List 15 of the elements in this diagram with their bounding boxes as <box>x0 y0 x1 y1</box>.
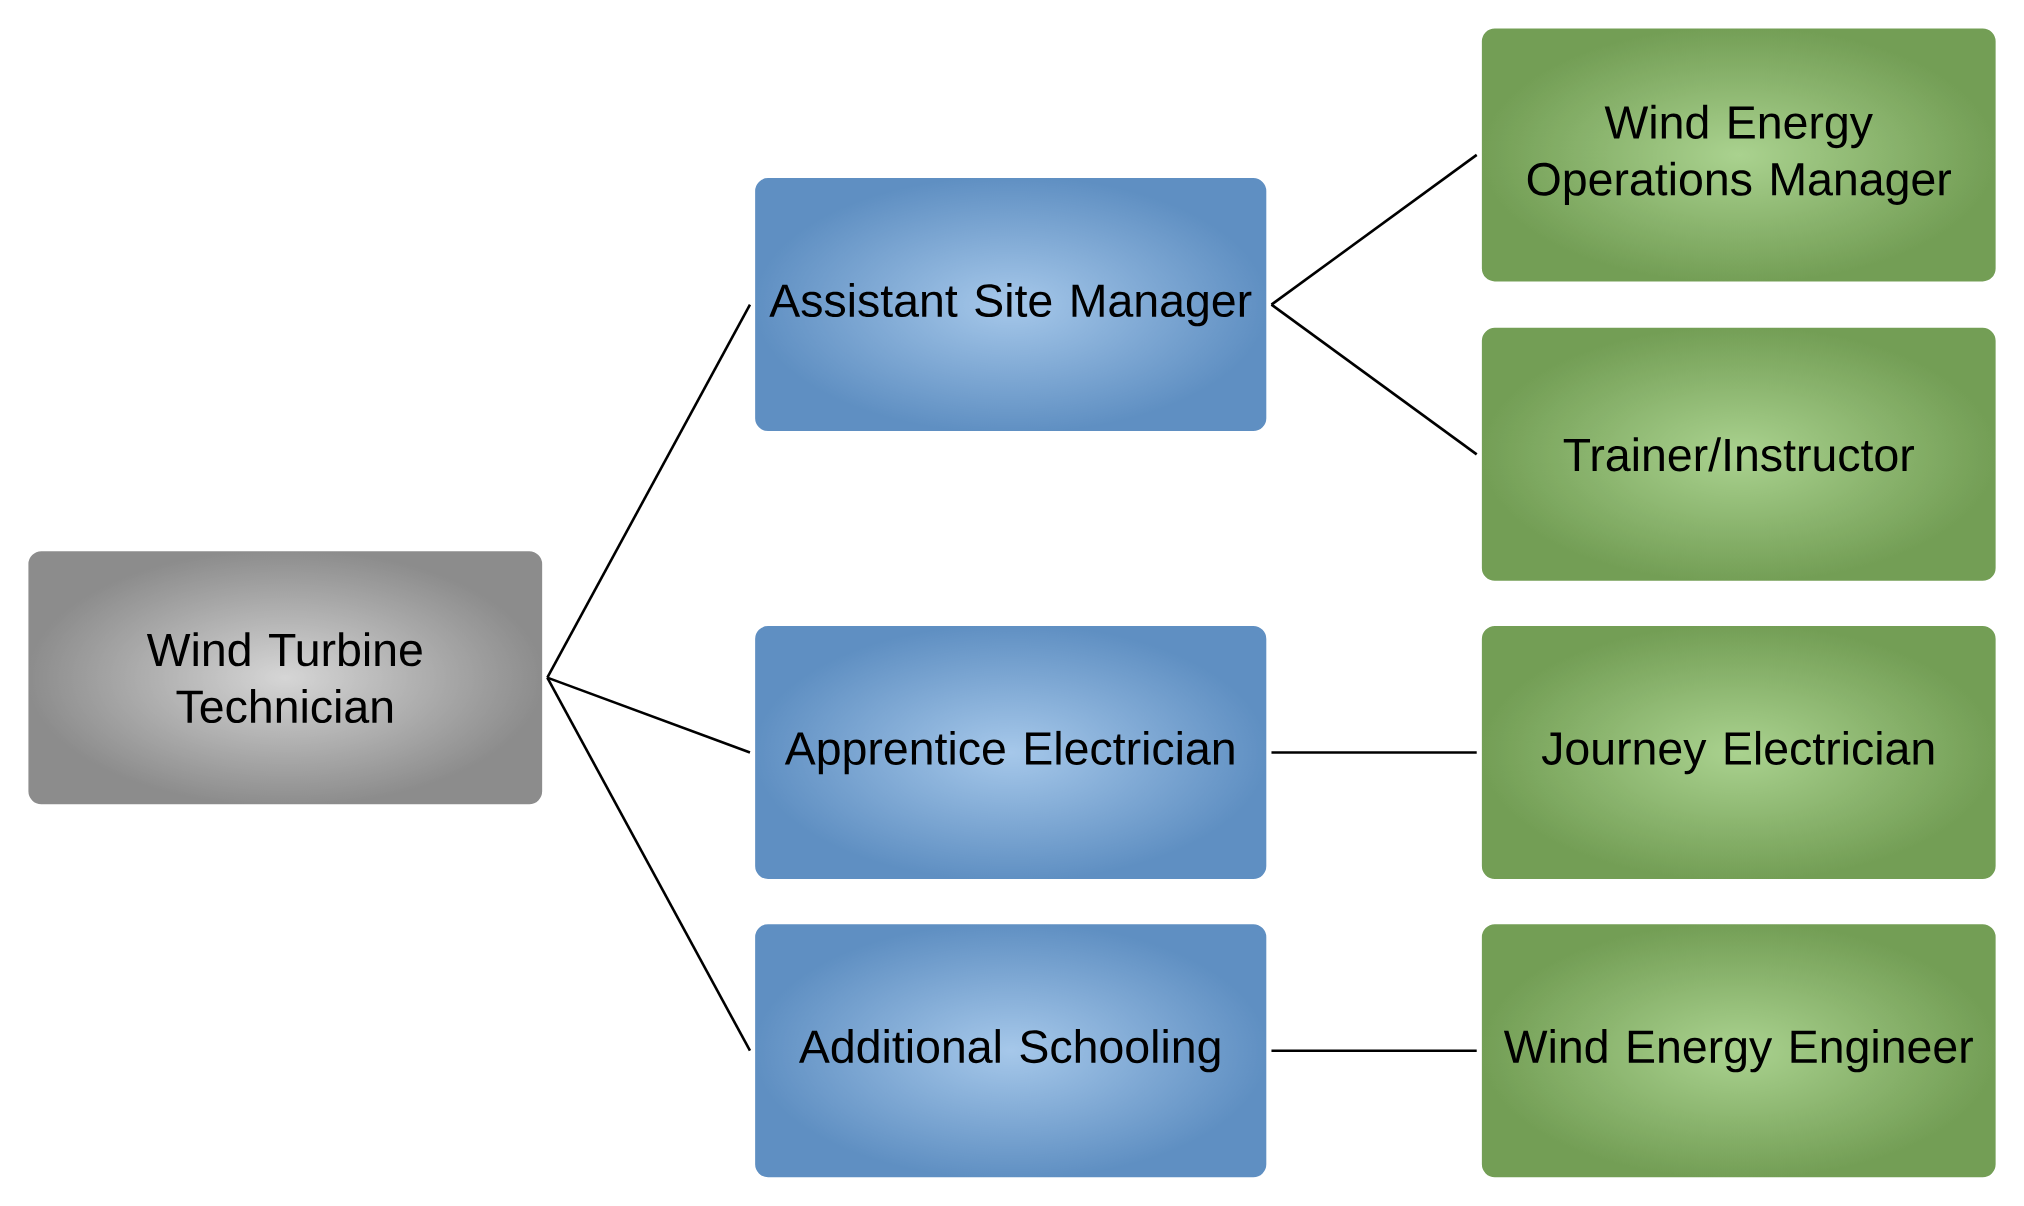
connector-line <box>546 676 751 754</box>
connector-line <box>546 304 752 679</box>
career-box: Trainer/Instructor <box>1476 322 2001 587</box>
connector-line <box>1271 751 1477 754</box>
connector-line <box>546 677 752 1052</box>
career-box: Apprentice Electrician <box>749 621 1272 885</box>
career-box: Journey Electrician <box>1476 621 2001 885</box>
connector-line <box>1271 1049 1477 1053</box>
career-box: Wind Energy Engineer <box>1476 919 2001 1183</box>
connector-line <box>1270 303 1478 456</box>
career-box: Assistant Site Manager <box>749 173 1272 437</box>
career-box: Wind Energy Operations Manager <box>1476 23 2001 287</box>
career-box: Additional Schooling <box>749 919 1272 1183</box>
connector-line <box>1270 154 1478 306</box>
start-box: Wind Turbine Technician <box>23 546 548 810</box>
